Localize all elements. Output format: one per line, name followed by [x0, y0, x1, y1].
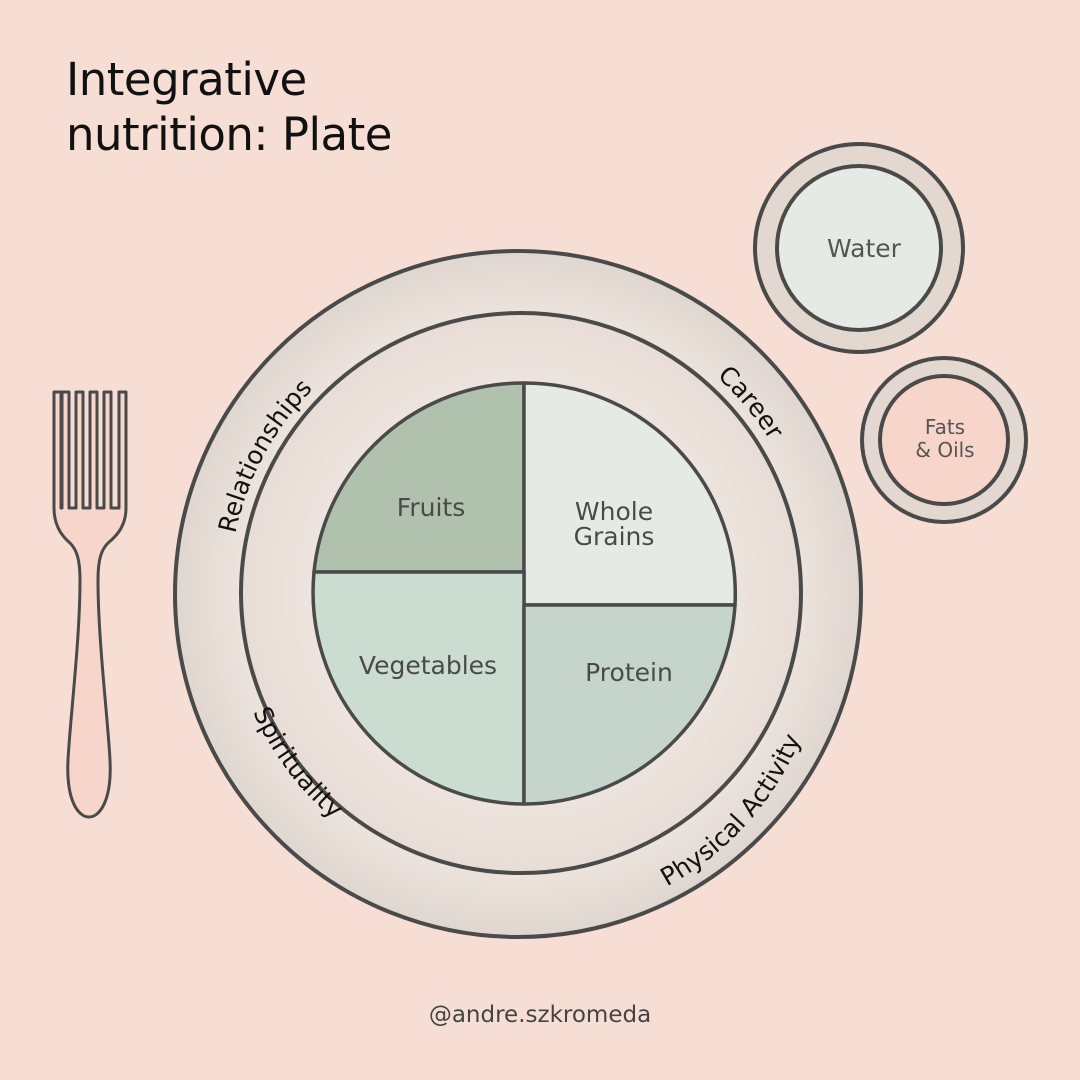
label-protein: Protein	[585, 658, 673, 687]
label-vegetables: Vegetables	[359, 651, 497, 680]
segment-fruits	[312, 381, 526, 574]
label-water: Water	[827, 234, 902, 263]
label-whole-grains-line-2: Grains	[574, 522, 655, 551]
title-line-2: nutrition: Plate	[66, 108, 392, 161]
segment-protein	[522, 603, 737, 806]
page-title: Integrative nutrition: Plate	[66, 52, 392, 162]
fats-oils-dish: Fats & Oils	[860, 356, 1028, 524]
label-fats-line-2: & Oils	[915, 438, 974, 462]
label-whole-grains-line-1: Whole	[575, 497, 653, 526]
credit-handle: @andre.szkromeda	[428, 1002, 652, 1028]
title-line-1: Integrative	[66, 53, 307, 106]
fork-icon	[52, 390, 128, 819]
segment-whole-grains	[522, 381, 738, 607]
label-fruits: Fruits	[397, 493, 465, 522]
segment-vegetables	[311, 570, 526, 806]
water-cup: Water	[753, 142, 965, 354]
label-fats-line-1: Fats	[925, 415, 965, 439]
